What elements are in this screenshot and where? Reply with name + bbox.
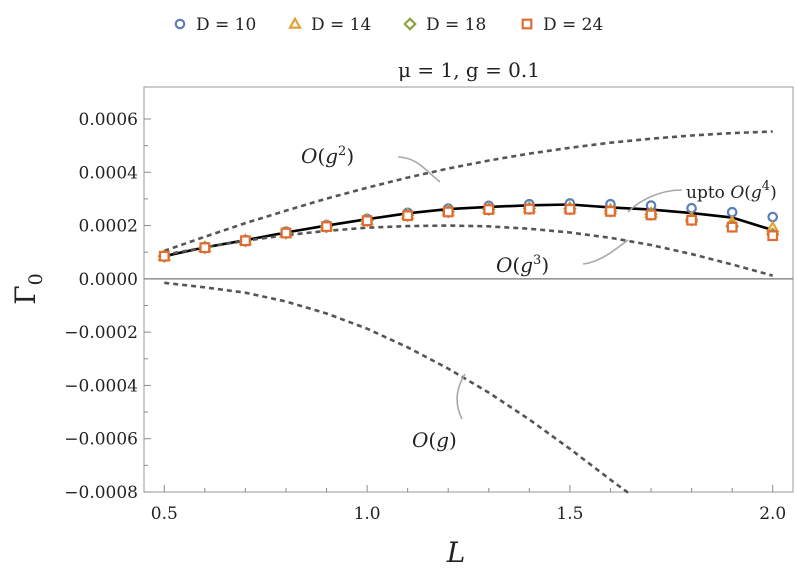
chart-title: μ = 1, g = 0.1: [398, 58, 540, 82]
data-point-square: [158, 250, 170, 262]
y-tick-label: 0.0000: [79, 270, 138, 290]
data-point-circle: [767, 211, 779, 223]
data-point-square: [605, 206, 616, 217]
x-tick-label: 0.5: [151, 504, 178, 524]
curve-upto-g4: [164, 203, 774, 258]
y-axis-title: Γ0: [9, 273, 47, 305]
legend-marker-circle: [174, 18, 186, 30]
legend-item: D = 24: [521, 15, 603, 35]
x-tick-label: 1.0: [354, 504, 381, 524]
data-point-square: [240, 235, 251, 247]
annotation-upto-g4: upto O(g4): [686, 179, 777, 203]
annotation-order-g: O(g): [412, 428, 457, 452]
x-tick-label: 2.0: [759, 504, 786, 524]
legend-label: D = 24: [543, 15, 603, 35]
plot-frame: [143, 86, 794, 493]
axis-ticks: 0.5 1.0 1.5 2.0 0.0006 0.0004 0.0002 0.0000 −0.0…: [64, 110, 786, 524]
data-point-square: [361, 215, 373, 227]
y-tick-label: −0.0008: [64, 483, 138, 503]
x-axis-title: L: [446, 536, 466, 569]
data-point-square: [483, 204, 495, 215]
annotation-leader: [627, 189, 683, 213]
data-point-square: [402, 210, 414, 222]
data-point-square: [686, 214, 697, 226]
legend-marker-triangle: [288, 16, 302, 29]
curve-order-g3: [164, 224, 774, 277]
curves: [163, 130, 774, 496]
legend-item: D = 14: [288, 15, 371, 35]
annotation-order-g2: O(g2): [301, 144, 354, 168]
legend: D = 10 D = 14 D = 18 D = 24: [174, 15, 603, 35]
legend-item: D = 10: [174, 15, 256, 35]
curve-order-g2: [163, 130, 773, 253]
y-tick-label: 0.0002: [79, 217, 138, 237]
y-tick-label: 0.0006: [79, 110, 138, 130]
y-tick-label: −0.0006: [64, 430, 138, 450]
annotation-leader: [397, 156, 441, 183]
data-point-square: [321, 221, 332, 233]
data-point-square: [645, 209, 657, 221]
annotation-leader: [456, 373, 466, 420]
y-tick-label: −0.0004: [64, 376, 138, 396]
data-point-square: [280, 227, 292, 239]
markers: [157, 198, 780, 263]
legend-label: D = 10: [196, 15, 256, 35]
data-point-square: [564, 203, 576, 215]
annotation-leader: [582, 239, 629, 265]
legend-item: D = 18: [403, 15, 486, 35]
curve-order-g: [164, 281, 632, 496]
data-point-square: [442, 206, 454, 218]
y-tick-label: 0.0004: [79, 163, 138, 183]
data-point-square: [726, 221, 738, 233]
data-point-square: [199, 242, 211, 254]
y-axis-title-group: Γ0: [9, 273, 47, 305]
legend-label: D = 14: [311, 15, 371, 35]
x-tick-label: 1.5: [556, 504, 583, 524]
legend-marker-square: [521, 18, 533, 30]
annotations: O(g2) upto O(g4) O(g3) O(g): [301, 144, 777, 452]
data-point-square: [523, 203, 535, 215]
y-tick-label: −0.0002: [64, 323, 138, 343]
data-point-square: [767, 230, 779, 242]
annotation-order-g3: O(g3): [496, 253, 549, 277]
legend-label: D = 18: [426, 15, 486, 35]
legend-marker-diamond: [403, 17, 417, 31]
